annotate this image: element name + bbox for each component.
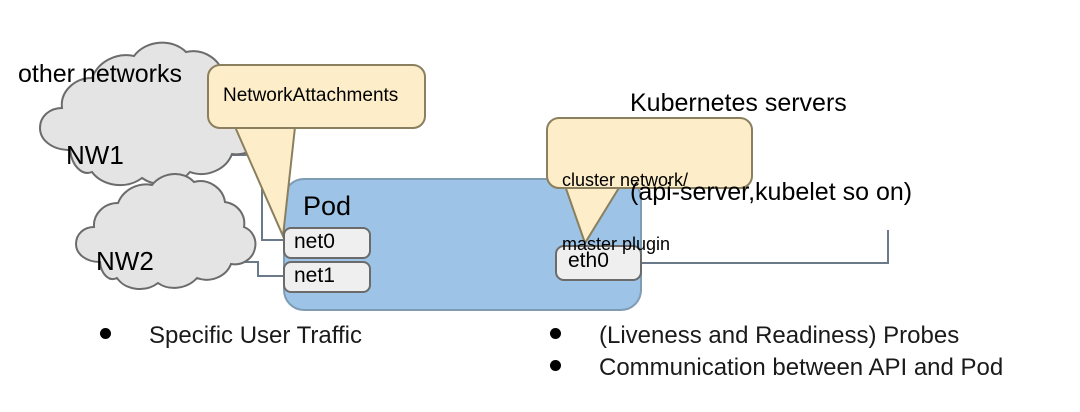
cloud-label-nw1: NW1 bbox=[66, 140, 124, 170]
bullet-list-left: Specific User Traffic bbox=[100, 322, 362, 350]
callout-cluster-network-label: cluster network/ master plugin bbox=[562, 128, 688, 298]
other-networks-label: other networks bbox=[18, 60, 182, 88]
callout-cluster-network-box bbox=[546, 117, 753, 189]
callout-cluster-network-line1: cluster network/ bbox=[562, 170, 689, 191]
cloud-label-nw2: NW2 bbox=[96, 246, 154, 276]
bullet-list-right: (Liveness and Readiness) Probes Communic… bbox=[550, 322, 1003, 382]
bullet-dot-icon bbox=[550, 328, 561, 339]
connector-eth0-to-servers bbox=[641, 230, 889, 264]
callout-cluster-network-line2: master plugin bbox=[562, 234, 671, 255]
interface-label-eth0: eth0 bbox=[568, 249, 609, 272]
kubernetes-servers-heading: Kubernetes servers (api-server,kubelet s… bbox=[630, 30, 912, 266]
interface-label-net0: net0 bbox=[294, 230, 335, 253]
bullet-item-probes-row: (Liveness and Readiness) Probes bbox=[550, 322, 1003, 350]
interface-label-net1: net1 bbox=[294, 264, 335, 287]
bullet-dot-icon bbox=[550, 360, 561, 371]
callout-network-attachments-label: NetworkAttachments bbox=[223, 85, 399, 106]
kubernetes-servers-heading-line1: Kubernetes servers bbox=[630, 89, 847, 117]
interface-box-net0[interactable] bbox=[283, 227, 371, 259]
bullet-item-probes: (Liveness and Readiness) Probes bbox=[599, 322, 960, 349]
interface-box-net1[interactable] bbox=[283, 261, 371, 293]
cloud-nw2 bbox=[74, 173, 257, 290]
pod-label: Pod bbox=[303, 191, 352, 221]
callout-network-attachments-box bbox=[207, 64, 426, 129]
bullet-item-communication: Communication between API and Pod bbox=[599, 354, 1004, 381]
interface-box-eth0[interactable] bbox=[555, 245, 642, 281]
bullet-dot-icon bbox=[100, 328, 111, 339]
kubernetes-servers-heading-line2: (api-server,kubelet so on) bbox=[630, 177, 913, 206]
bullet-item-communication-row: Communication between API and Pod bbox=[550, 354, 1003, 382]
bullet-item-specific-user-traffic: Specific User Traffic bbox=[149, 322, 362, 349]
